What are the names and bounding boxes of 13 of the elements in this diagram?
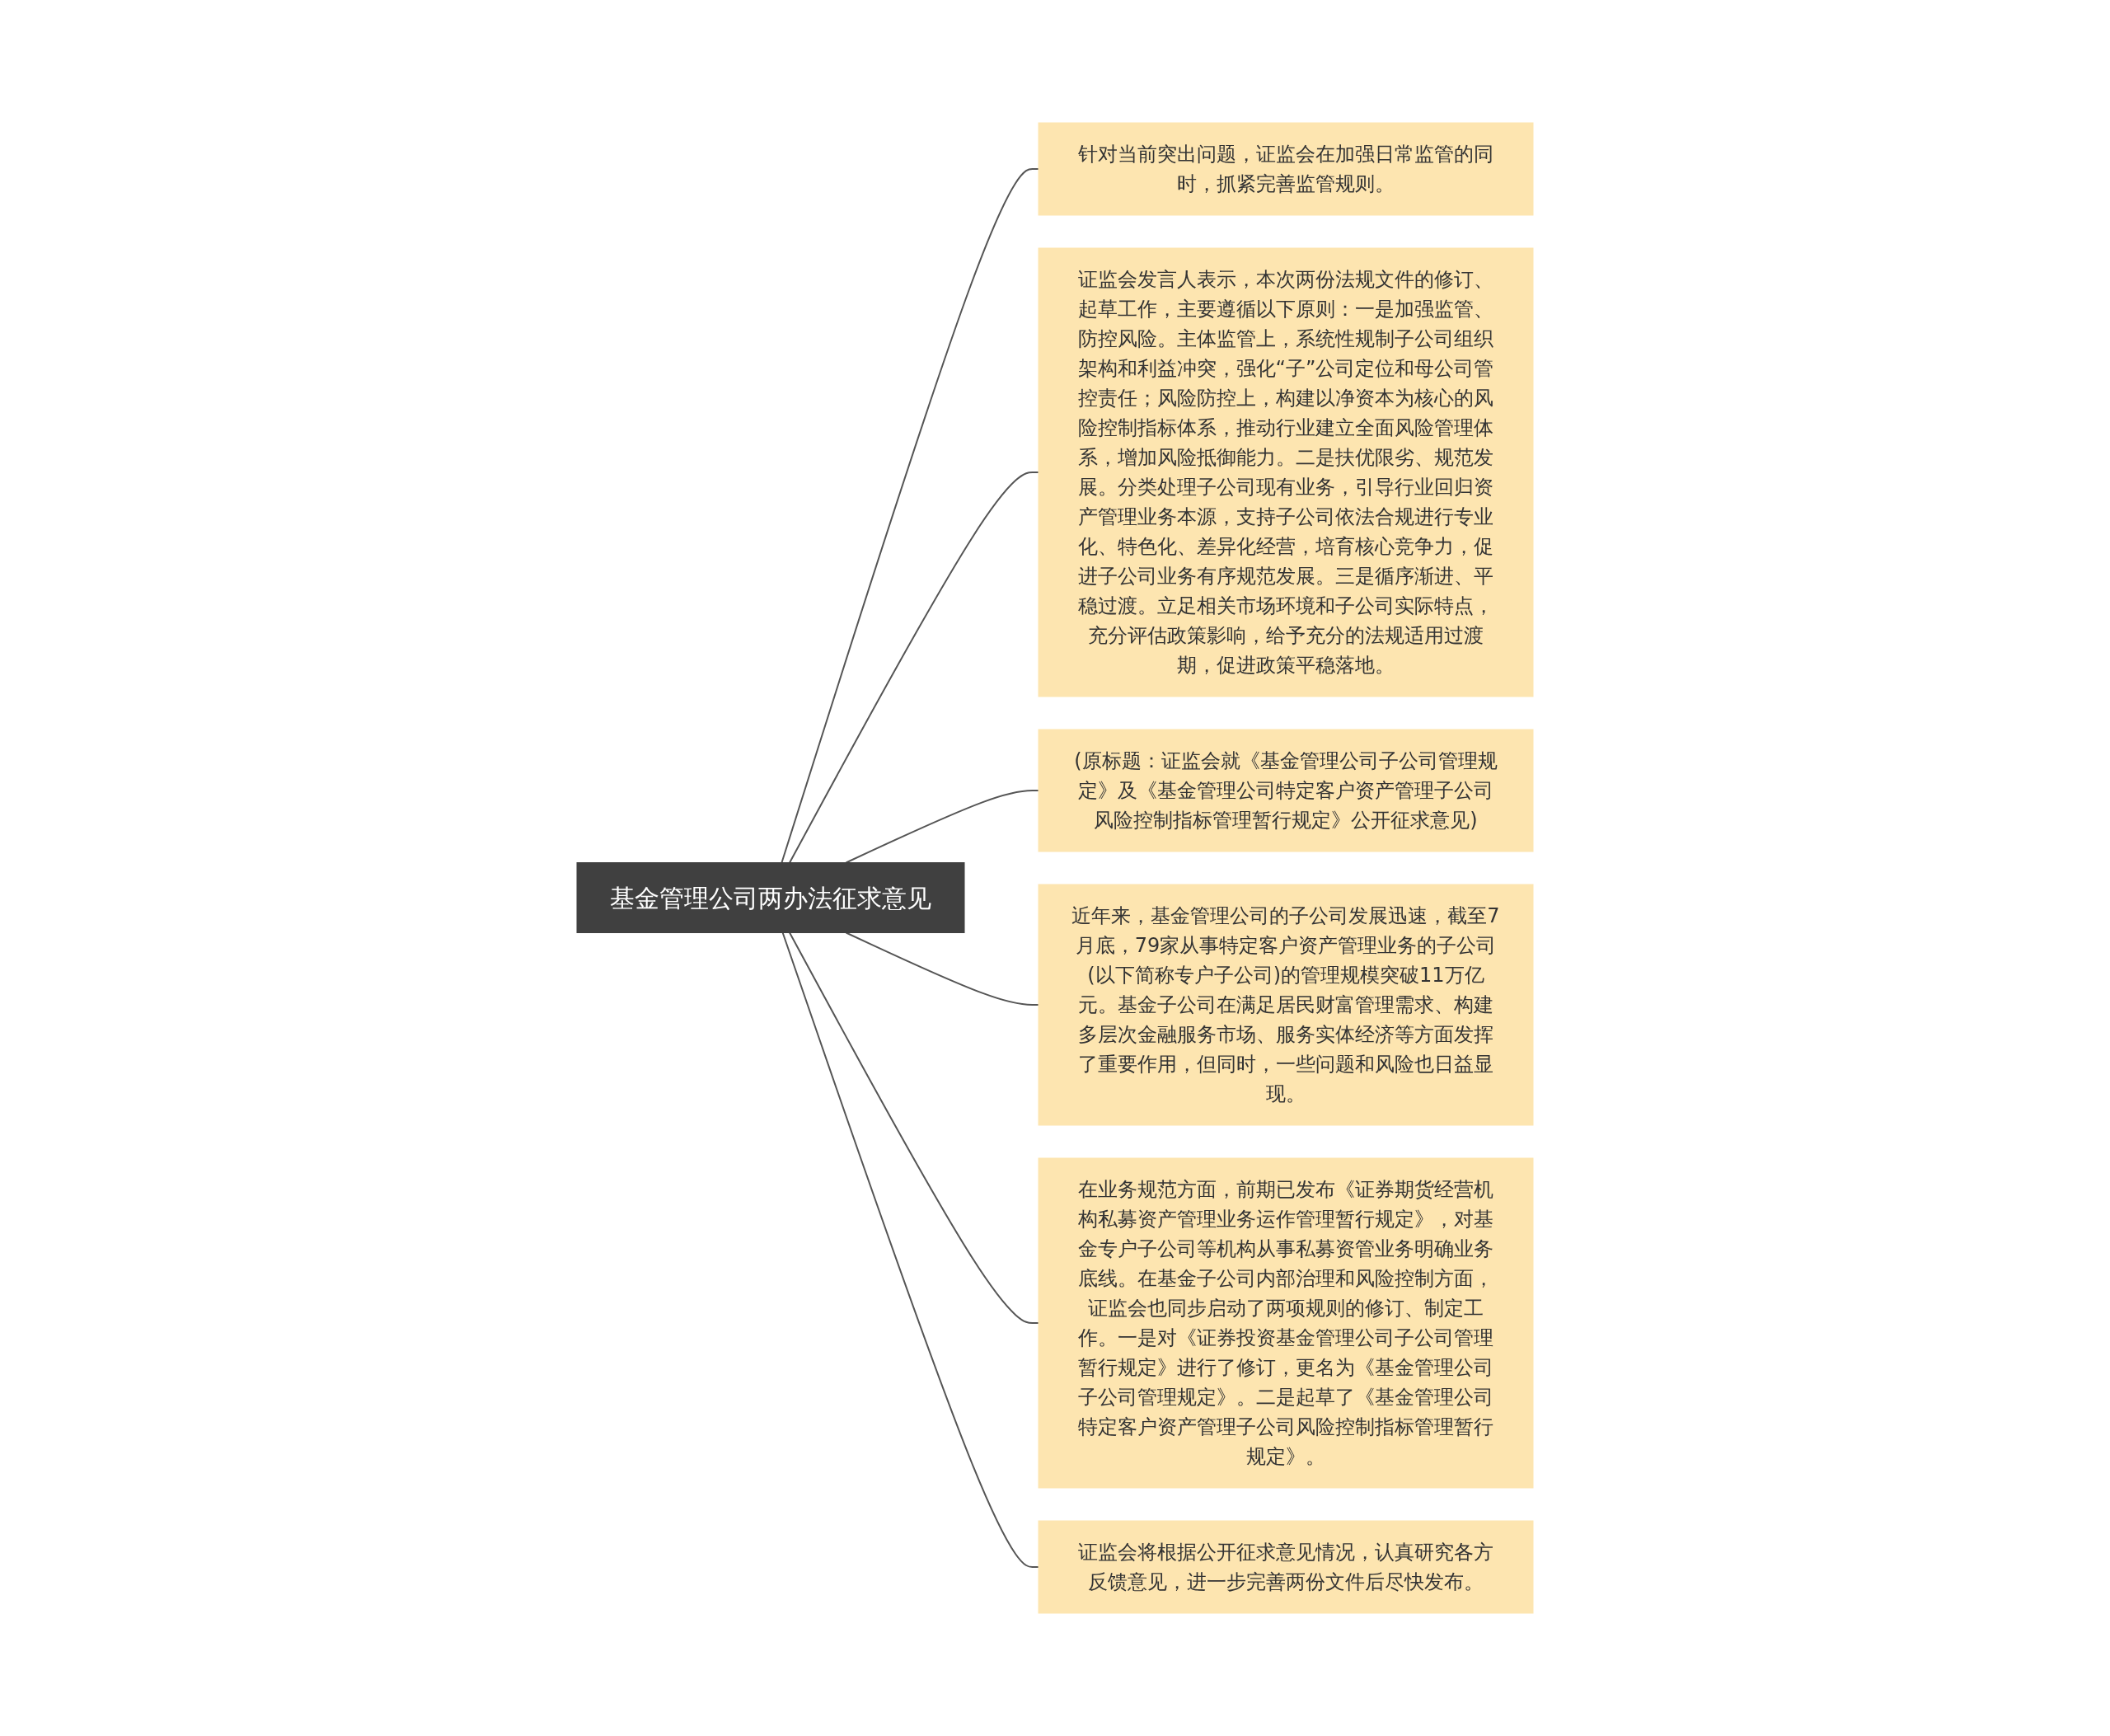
- connector: [789, 472, 1039, 864]
- connector: [845, 931, 1039, 1006]
- node-box: 在业务规范方面，前期已发布《证券期货经营机构私募资产管理业务运作管理暂行规定》，对基金专户子公司等机构从事私募资管业务明确业务底线。在基金子公司内部治理和风险控制方面，证监会也同步启动了两项规则的修订、制定工作。一是对《证券投资基金管理公司子公司管理暂行规定》进行了修订，更名为《基金管理公司子公司管理规定》。二是起草了《基金管理公司特定客户资产管理子公司风险控制指标管理暂行规定》。: [1038, 1157, 1534, 1489]
- connector: [781, 931, 1039, 1568]
- node-box: 证监会将根据公开征求意见情况，认真研究各方反馈意见，进一步完善两份文件后尽快发布。: [1038, 1520, 1534, 1614]
- connector: [789, 931, 1039, 1324]
- node-box: 基金管理公司两办法征求意见: [576, 862, 965, 933]
- node-box: 近年来，基金管理公司的子公司发展迅速，截至7月底，79家从事特定客户资产管理业务的子公司(以下简称专户子公司)的管理规模突破11万亿元。基金子公司在满足居民财富管理需求、构建多层次金融服务市场、服务实体经济等方面发挥了重要作用，但同时，一些问题和风险也日益显现。: [1038, 884, 1534, 1126]
- connector: [845, 790, 1039, 864]
- node-box: 针对当前突出问题，证监会在加强日常监管的同时，抓紧完善监管规则。: [1038, 122, 1534, 216]
- node-box: (原标题：证监会就《基金管理公司子公司管理规定》及《基金管理公司特定客户资产管理子公司风险控制指标管理暂行规定》公开征求意见): [1038, 729, 1534, 852]
- node-box: 证监会发言人表示，本次两份法规文件的修订、起草工作，主要遵循以下原则：一是加强监管、防控风险。主体监管上，系统性规制子公司组织架构和利益冲突，强化“子”公司定位和母公司管控责任；风险防控上，构建以净资本为核心的风险控制指标体系，推动行业建立全面风险管理体系，增加风险抵御能力。二是扶优限劣、规范发展。分类处理子公司现有业务，引导行业回归资产管理业务本源，支持子公司依法合规进行专业化、特色化、差异化经营，培育核心竞争力，促进子公司业务有序规范发展。三是循序渐进、平稳过渡。立足相关市场环境和子公司实际特点，充分评估政策影响，给予充分的法规适用过渡期，促进政策平稳落地。: [1038, 247, 1534, 697]
- connector: [781, 168, 1039, 864]
